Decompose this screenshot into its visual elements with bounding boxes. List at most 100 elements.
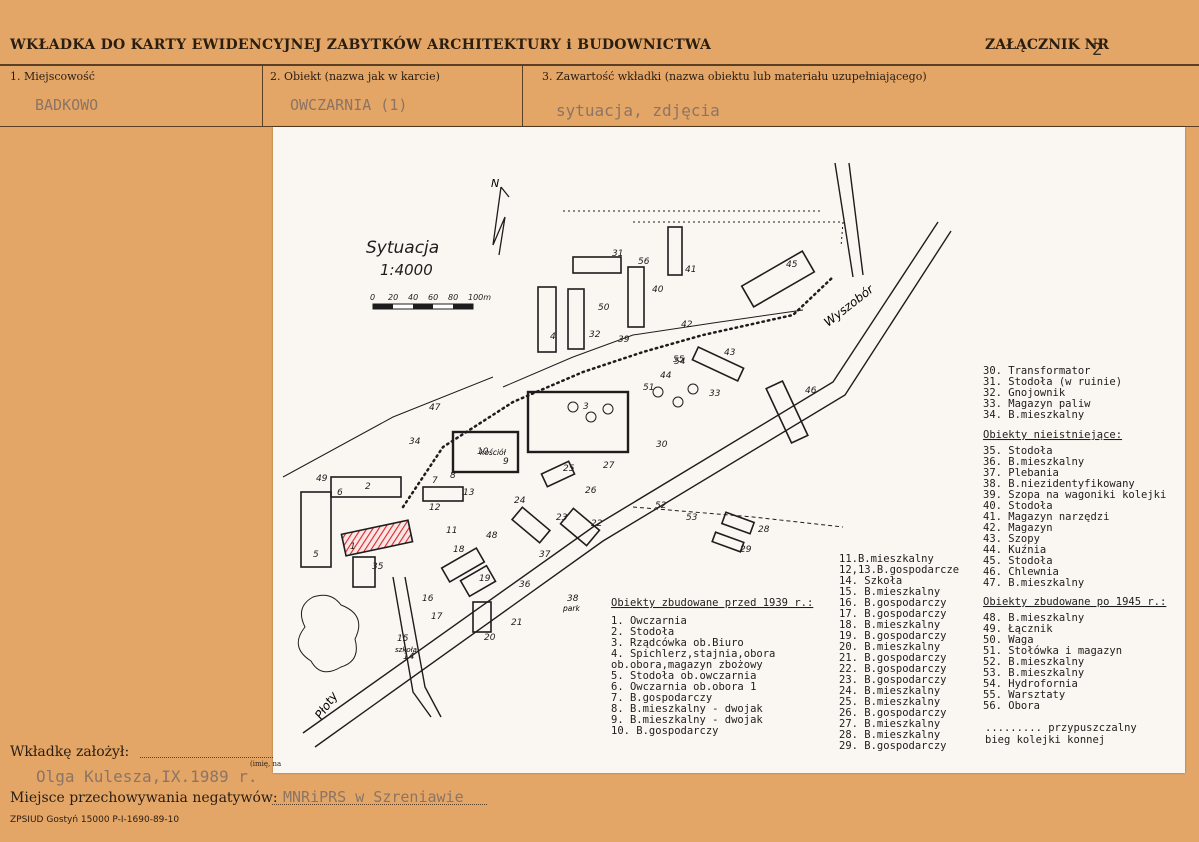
north-label: N bbox=[491, 177, 499, 190]
building-number: 27 bbox=[603, 461, 615, 471]
field-locality-label: 1. Miejscowość bbox=[10, 70, 95, 83]
building-number: 29 bbox=[740, 545, 752, 555]
attachment-label: ZAŁĄCZNIK NR bbox=[985, 37, 1110, 53]
legend-rail-note: ......... przypuszczalny bbox=[985, 722, 1137, 734]
building-number: 46 bbox=[805, 386, 817, 396]
field-content-label: 3. Zawartość wkładki (nazwa obiektu lub … bbox=[542, 70, 927, 83]
field-locality-value: BADKOWO bbox=[35, 96, 99, 114]
building-45 bbox=[740, 250, 816, 308]
building-number: 39 bbox=[618, 335, 630, 345]
legend-item: 49. Łącznik bbox=[983, 623, 1053, 635]
legend-item: 47. B.mieszkalny bbox=[983, 577, 1084, 589]
main-road-west-edge bbox=[302, 221, 939, 734]
building-number: 40 bbox=[652, 285, 664, 295]
road-label-ploty: Płoty bbox=[312, 689, 341, 722]
scale-tick-label: 60 bbox=[428, 293, 438, 302]
building-3-yard bbox=[526, 390, 630, 454]
horse-railway-route bbox=[401, 275, 835, 509]
building-29 bbox=[711, 531, 745, 553]
print-info: ZPSIUD Gostyń 15000 P-I-1690-89-10 bbox=[10, 815, 180, 825]
legend-item: 37. Plebania bbox=[983, 467, 1059, 479]
legend-nonexistent-title: Obiekty nieistniejące: bbox=[983, 429, 1122, 441]
building-number: 32 bbox=[589, 330, 601, 340]
building-number: 6 bbox=[337, 488, 343, 498]
building-24 bbox=[540, 460, 576, 488]
field-object-value: OWCZARNIA (1) bbox=[290, 96, 408, 114]
field-content-value: sytuacja, zdjęcia bbox=[556, 101, 720, 120]
building-2 bbox=[330, 476, 402, 498]
scale-tick-label: 0 bbox=[370, 293, 375, 302]
tree bbox=[672, 396, 684, 408]
legend-item: 11.B.mieszkalny bbox=[839, 553, 934, 565]
building-number: 38 bbox=[567, 594, 579, 604]
card-title: WKŁADKA DO KARTY EWIDENCYJNEJ ZABYTKÓW A… bbox=[10, 37, 712, 53]
building-number: 41 bbox=[685, 265, 696, 275]
building-43 bbox=[691, 346, 745, 382]
building-number: 53 bbox=[686, 513, 698, 523]
building-56 bbox=[627, 266, 645, 328]
scale-tick-label: 20 bbox=[388, 293, 398, 302]
legend-item: 21. B.gospodarczy bbox=[839, 652, 946, 664]
legend-post1945-title: Obiekty zbudowane po 1945 r.: bbox=[983, 596, 1166, 608]
building-number: 18 bbox=[453, 545, 465, 555]
building-number: 3 bbox=[583, 402, 589, 412]
legend-item: 2. Stodoła bbox=[611, 626, 674, 638]
map-scale: 1:4000 bbox=[380, 261, 433, 279]
building-number: 54 bbox=[674, 357, 686, 367]
building-5 bbox=[300, 491, 332, 568]
field-divider-1 bbox=[262, 65, 263, 127]
map-title: Sytuacja bbox=[366, 238, 439, 258]
legend-item: 44. Kuźnia bbox=[983, 544, 1046, 556]
building-number: 55 bbox=[673, 355, 685, 365]
founder-label: Wkładkę założył: bbox=[10, 744, 130, 760]
legend-item: 26. B.gospodarczy bbox=[839, 707, 946, 719]
north-arrow-icon bbox=[492, 186, 510, 256]
building-4-east bbox=[567, 288, 585, 350]
legend-item: 15. B.mieszkalny bbox=[839, 586, 940, 598]
building-number: 9 bbox=[503, 457, 509, 467]
legend-item: 36. B.mieszkalny bbox=[983, 456, 1084, 468]
legend-item: 56. Obora bbox=[983, 700, 1040, 712]
legend-item: 20. B.mieszkalny bbox=[839, 641, 940, 653]
legend-item: 14. Szkoła bbox=[839, 575, 902, 587]
building-number: 56 bbox=[638, 257, 650, 267]
attachment-number: 2 bbox=[1092, 40, 1103, 60]
label-park: park bbox=[562, 604, 580, 613]
legend-item: 34. B.mieszkalny bbox=[983, 409, 1084, 421]
building-number: 51 bbox=[643, 383, 654, 393]
legend-item: 54. Hydrofornia bbox=[983, 678, 1078, 690]
legend-item: 8. B.mieszkalny - dwojak bbox=[611, 703, 763, 715]
building-28 bbox=[720, 511, 756, 535]
legend-item: 31. Stodoła (w ruinie) bbox=[983, 376, 1122, 388]
building-number: 20 bbox=[484, 633, 496, 643]
building-number: 7 bbox=[432, 476, 438, 486]
building-number: 11 bbox=[446, 526, 457, 536]
building-37 bbox=[510, 506, 552, 544]
building-35 bbox=[352, 556, 376, 588]
building-number: 10 bbox=[477, 447, 489, 457]
tree bbox=[567, 401, 579, 413]
fields-rule bbox=[0, 126, 1199, 127]
legend-item: 16. B.gospodarczy bbox=[839, 597, 946, 609]
field-object-label: 2. Obiekt (nazwa jak w karcie) bbox=[270, 70, 440, 83]
legend-item: 55. Warsztaty bbox=[983, 689, 1065, 701]
building-number: 15 bbox=[397, 634, 409, 644]
building-number: 49 bbox=[316, 474, 328, 484]
building-number: 28 bbox=[758, 525, 770, 535]
founder-hint: (imię, na bbox=[250, 760, 282, 768]
negatives-value: MNRiPRS w Szreniawie bbox=[283, 788, 464, 806]
legend-item: 18. B.mieszkalny bbox=[839, 619, 940, 631]
legend-item: 46. Chlewnia bbox=[983, 566, 1059, 578]
building-number: 37 bbox=[539, 550, 551, 560]
scale-tick-label: 40 bbox=[408, 293, 418, 302]
site-plan-sheet: Sytuacja 1:4000 0 20 40 60 80 100m N Wys… bbox=[273, 127, 1185, 773]
building-number: 33 bbox=[709, 389, 721, 399]
church-yard bbox=[451, 430, 520, 474]
legend-item: 48. B.mieszkalny bbox=[983, 612, 1084, 624]
building-number: 8 bbox=[450, 471, 456, 481]
building-number: 24 bbox=[514, 496, 526, 506]
legend-rail-note: bieg kolejki konnej bbox=[985, 734, 1105, 746]
tree bbox=[687, 383, 699, 395]
legend-item: 3. Rządcówka ob.Biuro bbox=[611, 637, 744, 649]
legend-item: 29. B.gospodarczy bbox=[839, 740, 946, 752]
